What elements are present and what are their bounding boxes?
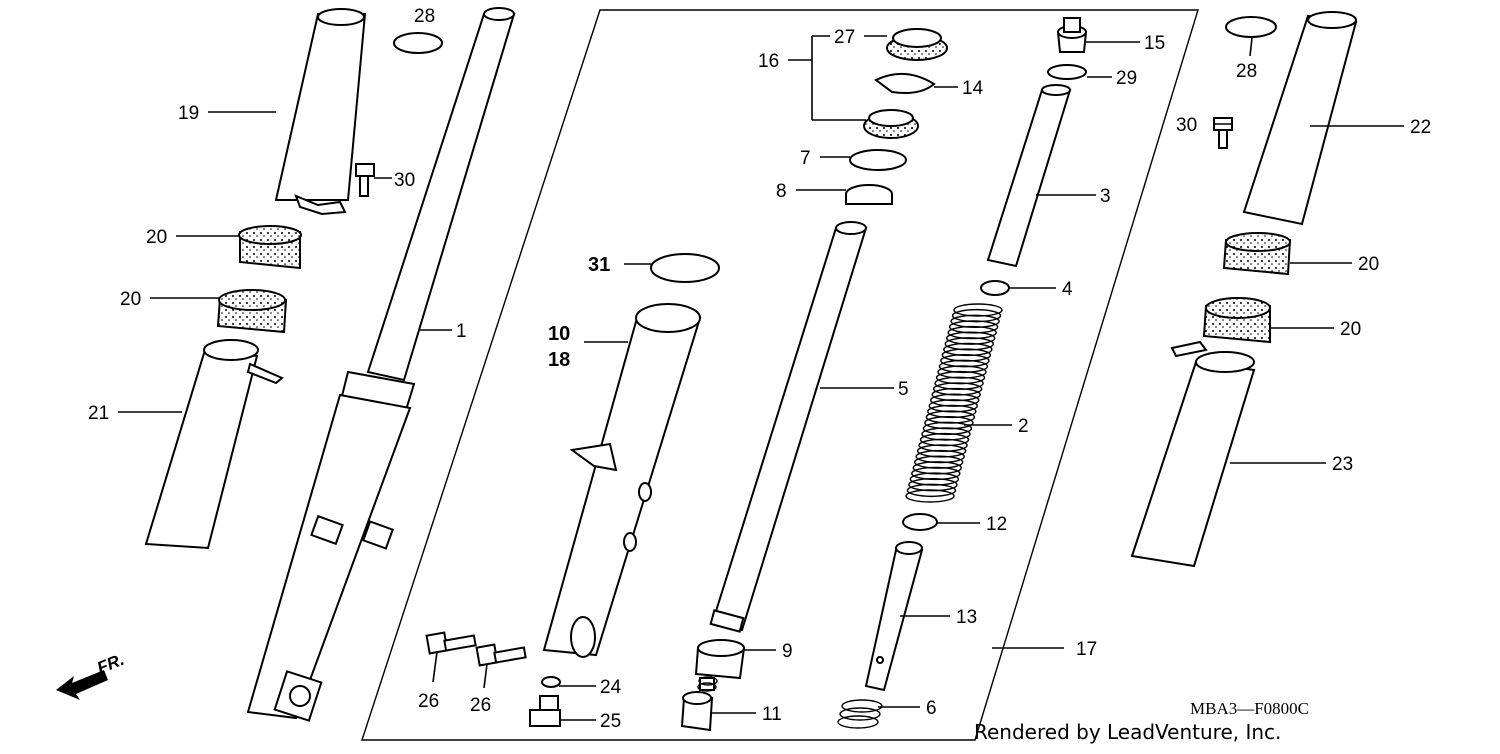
part-10-slider (542, 303, 702, 658)
part-30-bolt-right (1213, 117, 1233, 149)
diagram-code: MBA3—F0800C (1190, 699, 1309, 718)
part-28-oring-right (1225, 16, 1277, 38)
label-9: 9 (782, 641, 793, 662)
part-16-oil-seal (863, 109, 919, 139)
label-30-left: 30 (394, 170, 415, 191)
label-18: 18 (548, 349, 570, 371)
part-labels: 19 28 30 20 20 21 1 31 10 18 26 26 24 25… (88, 6, 1431, 732)
direction-arrow-icon (56, 670, 108, 700)
part-2-fork-spring (905, 303, 1003, 503)
part-27-dust-seal (886, 28, 948, 61)
label-20-c: 20 (1358, 254, 1379, 275)
label-17: 17 (1076, 639, 1097, 660)
part-9-bushing (694, 639, 746, 680)
part-30-bolt-left (355, 163, 375, 197)
direction-label: FR. (94, 650, 127, 678)
spring-coil (905, 489, 955, 503)
part-20-ring-d (1202, 297, 1271, 344)
label-16: 16 (758, 51, 779, 72)
part-3-spacer-pipe (986, 84, 1072, 268)
label-29: 29 (1116, 68, 1137, 89)
part-20-ring-c (1222, 232, 1292, 276)
label-27: 27 (834, 27, 855, 48)
label-11: 11 (762, 704, 782, 725)
part-23-lower-cover-right (1130, 340, 1256, 568)
part-1-fork-tube-left (246, 7, 516, 722)
label-28-left: 28 (414, 6, 435, 27)
part-21-lower-cover-left (144, 339, 284, 550)
label-23: 23 (1332, 454, 1353, 475)
label-20-a: 20 (146, 227, 167, 248)
part-11-oil-lock (680, 677, 715, 732)
part-5-inner-tube (709, 221, 868, 633)
label-10: 10 (548, 323, 570, 345)
label-26-a: 26 (418, 691, 439, 712)
part-13-damper-rod (864, 541, 924, 692)
part-11-small-spring (697, 676, 718, 692)
label-7: 7 (800, 148, 811, 169)
label-2: 2 (1018, 416, 1029, 437)
label-12: 12 (986, 514, 1007, 535)
label-1: 1 (456, 321, 467, 342)
label-21: 21 (88, 403, 109, 424)
label-20-d: 20 (1340, 319, 1361, 340)
part-31-ring (650, 253, 720, 283)
credit-text: Rendered by LeadVenture, Inc. (974, 720, 1281, 744)
part-19-upper-cover-left (274, 8, 367, 216)
label-19: 19 (178, 103, 199, 124)
part-26-bolt-a (425, 631, 477, 655)
part-22-upper-cover-right (1242, 11, 1358, 226)
label-6: 6 (926, 698, 937, 719)
label-20-b: 20 (120, 289, 141, 310)
label-4: 4 (1062, 279, 1073, 300)
part-15-cap-bolt (1056, 17, 1088, 53)
part-7-washer (849, 149, 907, 171)
label-15: 15 (1144, 33, 1165, 54)
label-14: 14 (962, 78, 984, 99)
label-30-right: 30 (1176, 115, 1197, 136)
part-4-spring-seat (980, 280, 1010, 296)
part-25-bolt (529, 695, 561, 727)
part-20-ring-b (216, 289, 288, 334)
part-14-clip (874, 73, 936, 94)
part-29-oring (1047, 64, 1087, 80)
spring-coil (906, 483, 957, 498)
part-12-piston-ring (902, 513, 938, 531)
label-31: 31 (588, 254, 610, 276)
part-24-washer (541, 676, 561, 688)
label-22: 22 (1410, 117, 1431, 138)
label-28-right: 28 (1236, 61, 1257, 82)
part-20-ring-a (238, 225, 302, 270)
part-8-bushing (845, 184, 893, 205)
part-26-bolt-b (475, 643, 527, 667)
label-24: 24 (600, 677, 622, 698)
label-13: 13 (956, 607, 977, 628)
label-5: 5 (898, 379, 909, 400)
part-6-rebound-spring (837, 699, 883, 729)
label-3: 3 (1100, 186, 1111, 207)
label-25: 25 (600, 711, 621, 732)
part-28-oring-left (393, 32, 443, 54)
label-26-b: 26 (470, 695, 491, 716)
label-8: 8 (776, 181, 787, 202)
leader-lines (118, 35, 1404, 721)
kit-boundary-17 (361, 9, 1199, 741)
